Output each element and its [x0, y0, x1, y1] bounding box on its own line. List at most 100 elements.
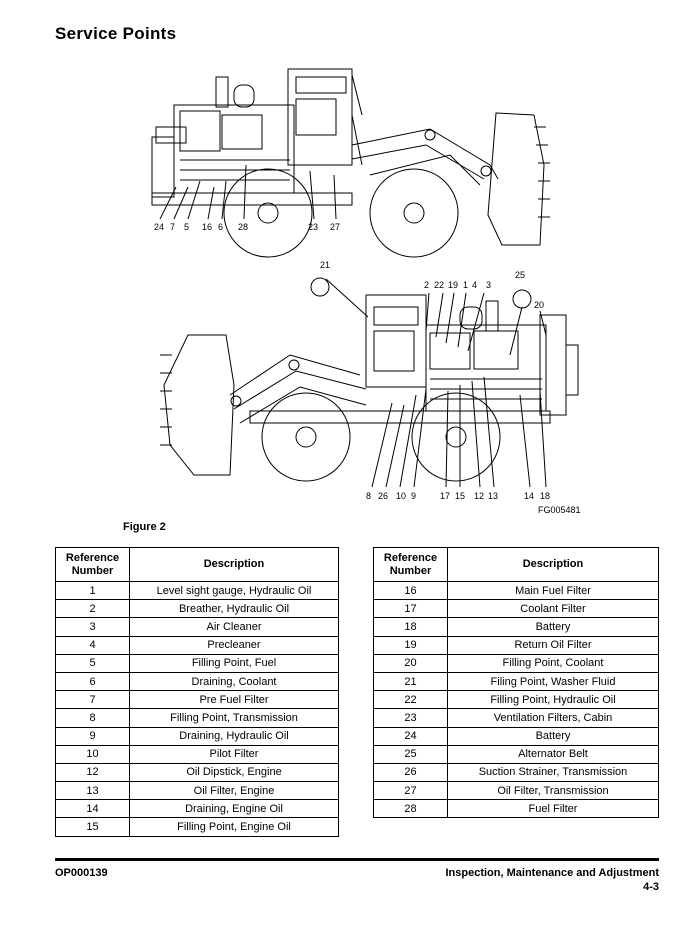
- service-points-figure: 24 7 5 16 6 28 23 27 21 2 22 19 1 4 3 25…: [130, 55, 590, 525]
- page-number: 4-3: [643, 881, 659, 893]
- reference-number-cell: 25: [373, 744, 448, 764]
- callout-15: 15: [455, 491, 465, 501]
- reference-number-cell: 19: [373, 635, 448, 655]
- reference-number-cell: 23: [373, 708, 448, 728]
- callout-24: 24: [154, 222, 164, 232]
- callout-7: 7: [170, 222, 175, 232]
- callout-28: 28: [238, 222, 248, 232]
- reference-number-cell: 9: [55, 726, 130, 746]
- callout-13: 13: [488, 491, 498, 501]
- bottom-loader-drawing: [160, 277, 579, 488]
- reference-number-cell: 1: [55, 580, 130, 601]
- description-cell: Filing Point, Washer Fluid: [447, 671, 659, 692]
- description-cell: Filling Point, Hydraulic Oil: [447, 690, 659, 710]
- description-cell: Filling Point, Transmission: [129, 708, 339, 728]
- section-title: Inspection, Maintenance and Adjustment: [445, 867, 659, 879]
- callout-2: 2: [424, 280, 429, 290]
- callout-16: 16: [202, 222, 212, 232]
- reference-number-cell: 18: [373, 617, 448, 637]
- callout-8: 8: [366, 491, 371, 501]
- description-cell: Filling Point, Coolant: [447, 653, 659, 673]
- reference-number-cell: 4: [55, 635, 130, 655]
- description-cell: Fuel Filter: [447, 799, 659, 819]
- callout-17: 17: [440, 491, 450, 501]
- reference-number-cell: 20: [373, 653, 448, 673]
- description-cell: Breather, Hydraulic Oil: [129, 599, 339, 619]
- reference-number-cell: 7: [55, 690, 130, 710]
- bottom-upper-callouts: 21 2 22 19 1 4 3 25 20: [320, 260, 544, 310]
- reference-number-cell: 22: [373, 690, 448, 710]
- reference-number-cell: 14: [55, 799, 130, 819]
- header-description: Description: [447, 547, 659, 582]
- callout-26: 26: [378, 491, 388, 501]
- description-cell: Coolant Filter: [447, 599, 659, 619]
- description-cell: Main Fuel Filter: [447, 580, 659, 601]
- callout-6: 6: [218, 222, 223, 232]
- description-cell: Alternator Belt: [447, 744, 659, 764]
- description-cell: Pilot Filter: [129, 744, 339, 764]
- figure-caption: Figure 2: [123, 521, 166, 533]
- figure-id: FG005481: [538, 505, 581, 515]
- reference-number-cell: 28: [373, 799, 448, 819]
- bottom-lower-callouts: 8 26 10 9 17 15 12 13 14 18: [366, 491, 550, 501]
- reference-number-cell: 6: [55, 671, 130, 692]
- callout-19: 19: [448, 280, 458, 290]
- reference-number-cell: 8: [55, 708, 130, 728]
- description-cell: Battery: [447, 726, 659, 746]
- description-cell: Draining, Engine Oil: [129, 799, 339, 819]
- description-cell: Battery: [447, 617, 659, 637]
- reference-number-cell: 13: [55, 781, 130, 801]
- reference-number-cell: 26: [373, 762, 448, 783]
- callout-20: 20: [534, 300, 544, 310]
- description-cell: Draining, Coolant: [129, 671, 339, 692]
- reference-number-cell: 10: [55, 744, 130, 764]
- callout-3: 3: [486, 280, 491, 290]
- description-cell: Air Cleaner: [129, 617, 339, 637]
- description-cell: Oil Dipstick, Engine: [129, 762, 339, 783]
- reference-number-cell: 3: [55, 617, 130, 637]
- callout-21: 21: [320, 260, 330, 270]
- callout-12: 12: [474, 491, 484, 501]
- callout-22: 22: [434, 280, 444, 290]
- reference-number-cell: 2: [55, 599, 130, 619]
- callout-5: 5: [184, 222, 189, 232]
- callout-1: 1: [463, 280, 468, 290]
- description-cell: Precleaner: [129, 635, 339, 655]
- description-cell: Level sight gauge, Hydraulic Oil: [129, 580, 339, 601]
- description-cell: Oil Filter, Engine: [129, 781, 339, 801]
- description-cell: Suction Strainer, Transmission: [447, 762, 659, 783]
- wheel-loader-illustration: 24 7 5 16 6 28 23 27 21 2 22 19 1 4 3 25…: [151, 68, 579, 501]
- reference-number-cell: 5: [55, 653, 130, 673]
- reference-number-cell: 24: [373, 726, 448, 746]
- description-cell: Return Oil Filter: [447, 635, 659, 655]
- top-callouts: 24 7 5 16 6 28 23 27: [154, 222, 340, 232]
- reference-number-cell: 16: [373, 580, 448, 601]
- callout-4: 4: [472, 280, 477, 290]
- description-cell: Ventilation Filters, Cabin: [447, 708, 659, 728]
- footer-rule: [55, 858, 659, 861]
- header-description: Description: [129, 547, 339, 582]
